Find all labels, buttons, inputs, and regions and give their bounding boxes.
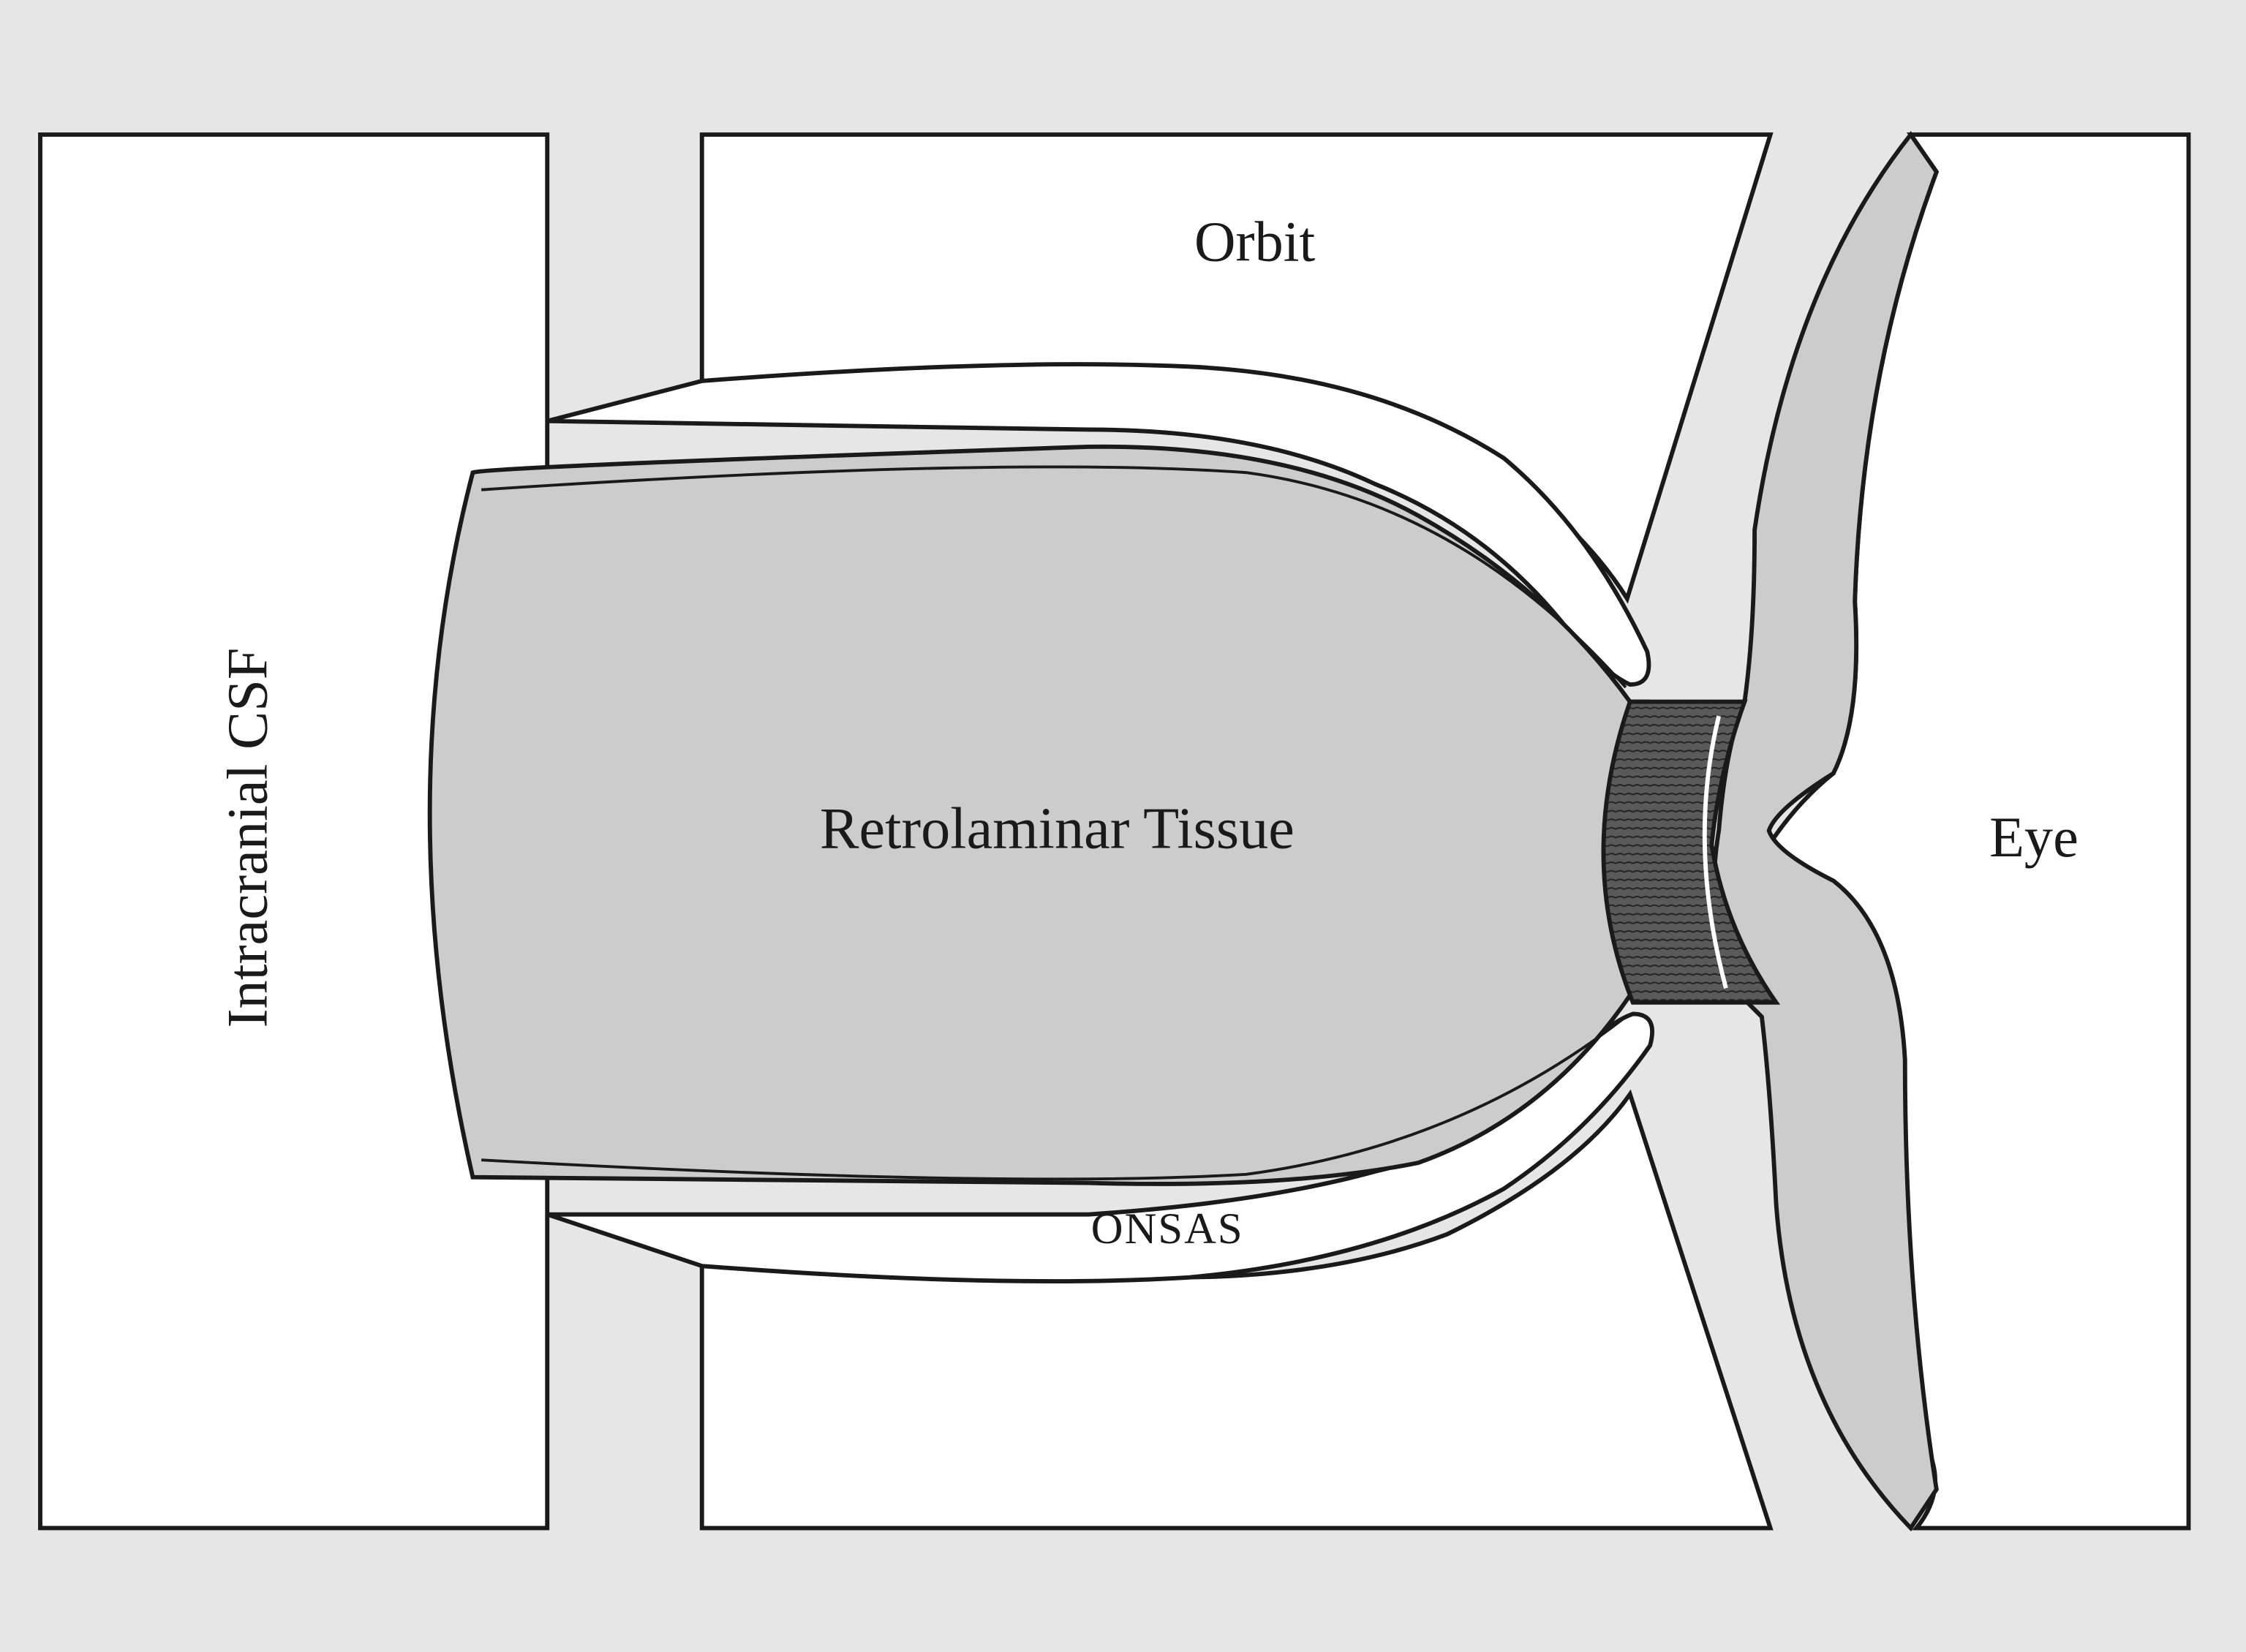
orbit-label: Orbit [1194,209,1316,273]
orbit-lower-compartment [699,1089,1774,1531]
retrolaminar-tissue-label: Retrolaminar Tissue [820,796,1295,861]
eye-label: Eye [1989,805,2079,869]
lamina-highlight [1702,715,1728,989]
upper-dural-sheath [546,362,1651,687]
globe-wall [1711,131,1940,1532]
lamina-cribrosa [1601,699,1781,1005]
upper-pia-line [481,465,1627,689]
intracranial-csf-label: Intracranial CSF [215,648,279,1028]
lower-pia-line [481,1015,1627,1181]
onsas-label: ONSAS [1091,1204,1244,1253]
